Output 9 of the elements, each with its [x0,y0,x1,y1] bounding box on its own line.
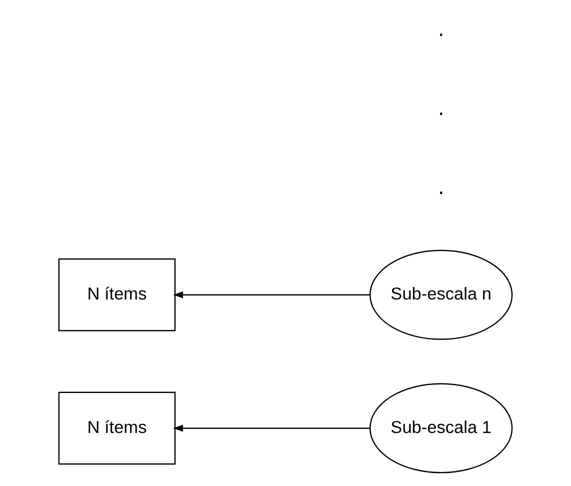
label: . [438,16,444,42]
node-ellipse: Sub-escala n [369,250,513,340]
node-box: N ítems [58,392,176,465]
node-ellipse: Sub-escala 1 [369,383,513,474]
arrow [173,291,370,298]
label: . [438,95,444,120]
arrow [173,424,370,432]
label: . [438,174,444,200]
node-box: N ítems [58,258,176,332]
